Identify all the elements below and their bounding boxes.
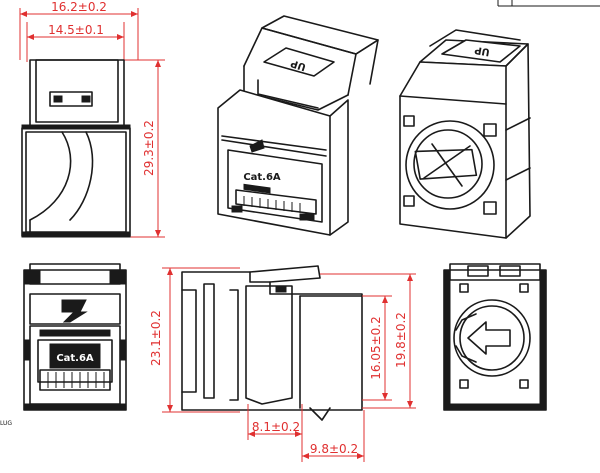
dim-depth-front: 8.1±0.2 bbox=[252, 420, 300, 434]
title-block-fragment bbox=[497, 0, 600, 7]
dim-width-inner: 14.5±0.1 bbox=[48, 23, 104, 37]
edge-label: LUG bbox=[0, 420, 12, 427]
dim-width-total: 16.2±0.2 bbox=[51, 0, 107, 14]
dim-height-inner: 16.05±0.2 bbox=[369, 316, 383, 380]
up-marking: UP bbox=[289, 57, 307, 72]
dim-height-side: 29.3±0.2 bbox=[142, 120, 156, 176]
side-view-top-left: 16.2±0.2 14.5±0.1 29.3±0.2 bbox=[19, 0, 165, 238]
front-view: Cat.6A LUG bbox=[0, 263, 127, 427]
dim-height-outer: 19.8±0.2 bbox=[394, 312, 408, 368]
dim-height-body: 23.1±0.2 bbox=[149, 310, 163, 366]
dim-depth-rear: 9.8±0.2 bbox=[310, 442, 358, 456]
iso-category-label: Cat.6A bbox=[243, 172, 281, 183]
rear-view bbox=[443, 263, 547, 411]
front-category-label: Cat.6A bbox=[56, 353, 94, 364]
side-profile-view: 23.1±0.2 16.05±0.2 19.8±0.2 8.1±0.2 bbox=[149, 265, 416, 462]
isometric-front-view: UP Cat.6A bbox=[217, 15, 379, 236]
isometric-rear-view: UP bbox=[399, 29, 531, 239]
up-marking-rear: UP bbox=[474, 44, 491, 58]
